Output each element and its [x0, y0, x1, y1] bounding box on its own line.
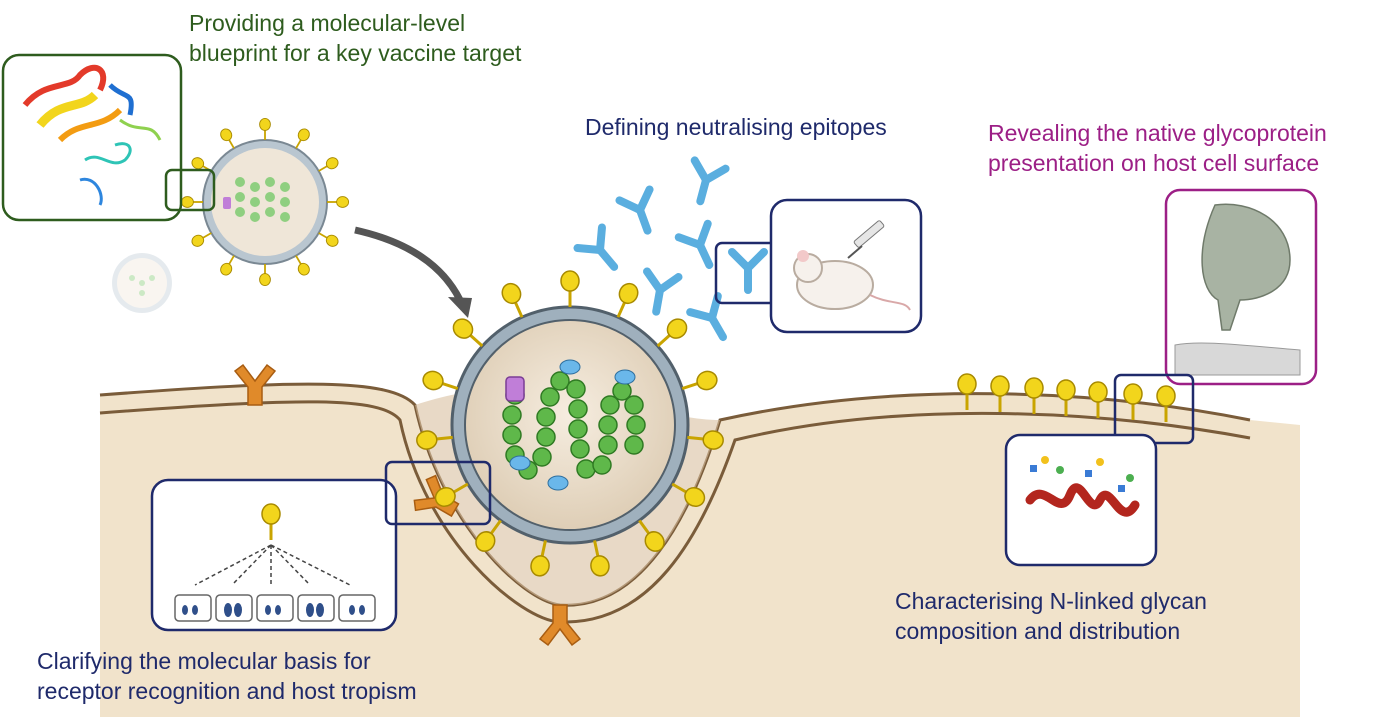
protein-structure-box [1, 53, 183, 222]
caption-epitopes-line1: Defining neutralising epitopes [585, 114, 887, 140]
caption-epitopes: Defining neutralising epitopes [585, 112, 887, 142]
virus-particle-faint [112, 253, 172, 313]
binding-assay-wells [174, 502, 376, 622]
caption-receptor-line1: Clarifying the molecular basis for [37, 648, 371, 674]
caption-native-line1: Revealing the native glycoprotein [988, 120, 1327, 146]
virus-particle-small [180, 117, 350, 287]
caption-native-line2: presentation on host cell surface [988, 150, 1320, 176]
caption-glycan: Characterising N-linked glycan compositi… [895, 586, 1207, 646]
caption-glycan-line1: Characterising N-linked glycan [895, 588, 1207, 614]
arrow-curved [354, 226, 464, 302]
glycan-box [1004, 433, 1158, 567]
mouse-with-syringe [793, 220, 911, 311]
protein-structure [22, 64, 162, 206]
caption-blueprint-line2: blueprint for a key vaccine target [189, 40, 522, 66]
glycoprotein-density [1174, 203, 1301, 376]
virus-particle [414, 269, 726, 580]
caption-blueprint-line1: Providing a molecular-level [189, 10, 466, 36]
callout-box-small [164, 168, 216, 212]
caption-receptor: Clarifying the molecular basis for recep… [37, 646, 417, 706]
caption-receptor-line2: receptor recognition and host tropism [37, 678, 417, 704]
caption-glycan-line2: composition and distribution [895, 618, 1181, 644]
caption-native: Revealing the native glycoprotein presen… [988, 118, 1327, 178]
callout-box-receptor [384, 460, 492, 526]
binding-assay-box [150, 478, 398, 632]
caption-blueprint: Providing a molecular-level blueprint fo… [189, 8, 521, 68]
glycan-chain [1025, 456, 1140, 517]
